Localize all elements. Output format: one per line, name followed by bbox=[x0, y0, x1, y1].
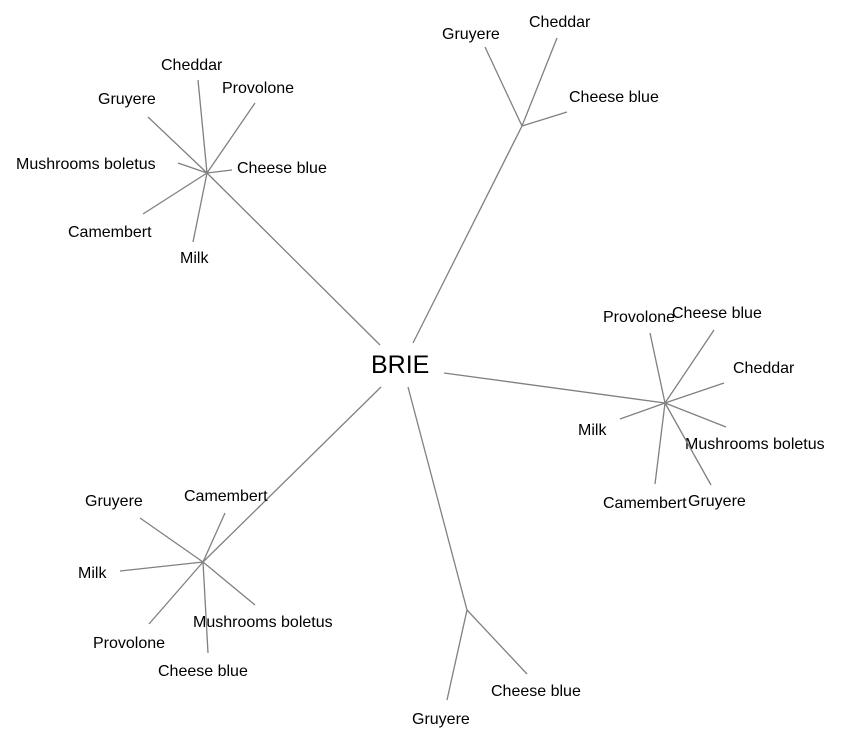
leaf-label: Cheese blue bbox=[491, 683, 581, 700]
leaf-label: Mushrooms boletus bbox=[193, 614, 333, 631]
leaf-edge bbox=[177, 162, 208, 174]
leaf-edge bbox=[206, 102, 256, 174]
leaf-edge bbox=[664, 329, 715, 404]
leaf-label: Milk bbox=[78, 565, 107, 582]
leaf-edge bbox=[148, 561, 204, 625]
leaf-edge bbox=[654, 402, 666, 485]
leaf-edge bbox=[664, 402, 712, 486]
leaf-label: Mushrooms boletus bbox=[685, 436, 825, 453]
leaf-edge bbox=[446, 609, 468, 701]
leaf-edge bbox=[619, 402, 666, 420]
leaf-label: Cheddar bbox=[733, 360, 795, 377]
leaf-label: Provolone bbox=[603, 309, 675, 326]
leaf-edge bbox=[147, 116, 208, 174]
branch-edge bbox=[407, 386, 468, 611]
leaf-edge bbox=[139, 517, 204, 563]
leaf-label: Mushrooms boletus bbox=[16, 156, 156, 173]
leaf-edge bbox=[202, 561, 209, 654]
leaf-edge bbox=[649, 332, 666, 404]
leaf-edge bbox=[142, 172, 208, 215]
leaf-edge bbox=[664, 402, 727, 428]
leaf-edge bbox=[119, 561, 204, 572]
leaf-label: Cheese blue bbox=[569, 89, 659, 106]
leaf-label: Cheese blue bbox=[672, 305, 762, 322]
leaf-label: Gruyere bbox=[688, 493, 746, 510]
leaf-edge bbox=[197, 79, 208, 174]
leaf-edge bbox=[521, 111, 568, 127]
leaf-label: Gruyere bbox=[412, 711, 470, 728]
leaf-label: Cheese blue bbox=[158, 663, 248, 680]
leaf-label: Camembert bbox=[68, 224, 152, 241]
leaf-label: Provolone bbox=[93, 635, 165, 652]
leaf-label: Camembert bbox=[603, 495, 687, 512]
leaf-label: Provolone bbox=[222, 80, 294, 97]
leaf-edge bbox=[192, 172, 208, 243]
leaf-label: Camembert bbox=[184, 488, 268, 505]
leaf-edge bbox=[466, 609, 528, 675]
leaf-edge bbox=[521, 37, 558, 127]
branch-edge bbox=[202, 386, 382, 563]
leaf-edge bbox=[202, 561, 256, 606]
leaf-label: Cheddar bbox=[161, 57, 223, 74]
branch-edge bbox=[443, 372, 666, 404]
leaf-edge bbox=[202, 512, 226, 563]
leaf-label: Milk bbox=[180, 250, 209, 267]
branch-edge bbox=[412, 125, 523, 344]
leaf-label: Cheese blue bbox=[237, 160, 327, 177]
leaf-edge bbox=[484, 46, 523, 127]
branch-edge bbox=[206, 172, 381, 346]
leaf-edge bbox=[206, 169, 233, 174]
root-label: BRIE bbox=[371, 351, 429, 379]
leaf-label: Cheddar bbox=[529, 14, 591, 31]
leaf-label: Gruyere bbox=[442, 26, 500, 43]
leaf-edge bbox=[664, 382, 725, 404]
leaf-label: Gruyere bbox=[98, 91, 156, 108]
leaf-label: Gruyere bbox=[85, 493, 143, 510]
leaf-label: Milk bbox=[578, 422, 607, 439]
